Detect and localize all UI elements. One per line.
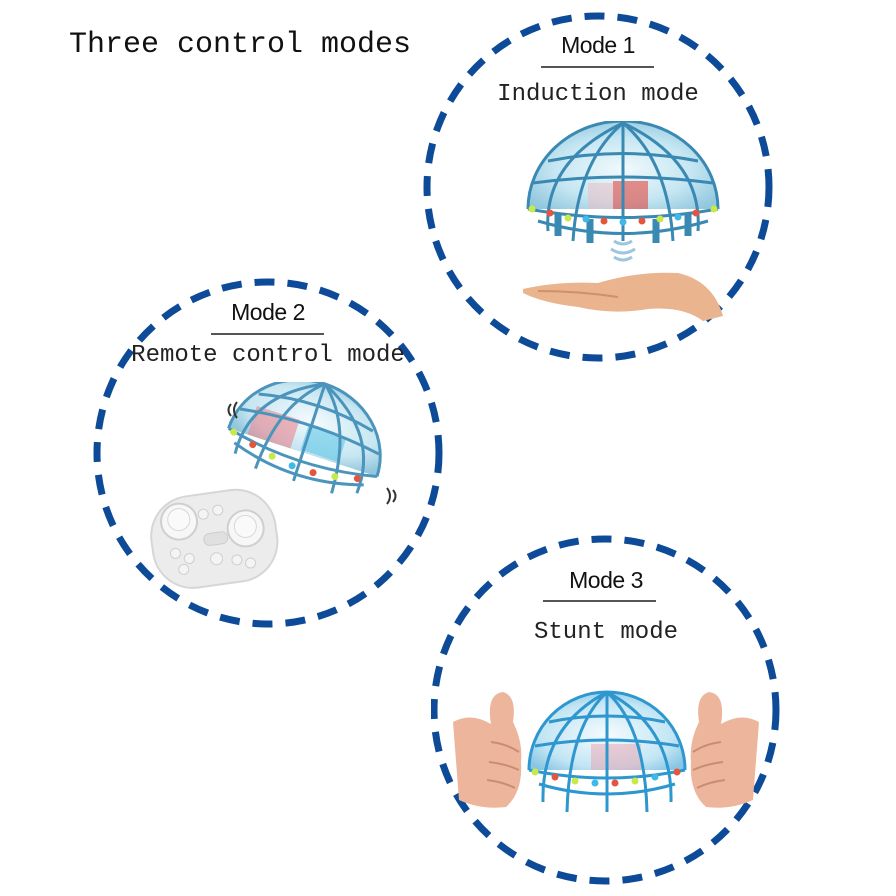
mode-label: Mode 2 (231, 299, 305, 325)
dashed-circle-border (431, 535, 780, 885)
mode-name: Induction mode (497, 81, 699, 108)
flying-ball-between-hands-illustration (453, 690, 759, 813)
mode-3-panel: Mode 3 Stunt mode (431, 532, 781, 885)
mode-name: Remote control mode (131, 342, 405, 369)
mode-label: Mode 3 (569, 567, 643, 593)
flying-ball-with-remote-illustration (150, 382, 397, 589)
right-hand (690, 692, 759, 808)
dashed-circle-border (93, 278, 443, 628)
mode-label: Mode 1 (561, 32, 635, 58)
mode-name: Stunt mode (533, 619, 679, 646)
page-title: Three control modes (69, 28, 412, 62)
divider (541, 66, 654, 68)
flying-ball-over-palm-illustration (523, 121, 723, 321)
divider (211, 333, 324, 335)
remote-controller (150, 488, 279, 589)
dashed-circle-border (423, 12, 773, 362)
left-hand (453, 692, 522, 808)
mode-2-panel: Mode 2 Remote control mode (93, 277, 443, 628)
mode-1-panel: Mode 1 Induction mode (423, 11, 773, 362)
divider (543, 600, 656, 602)
